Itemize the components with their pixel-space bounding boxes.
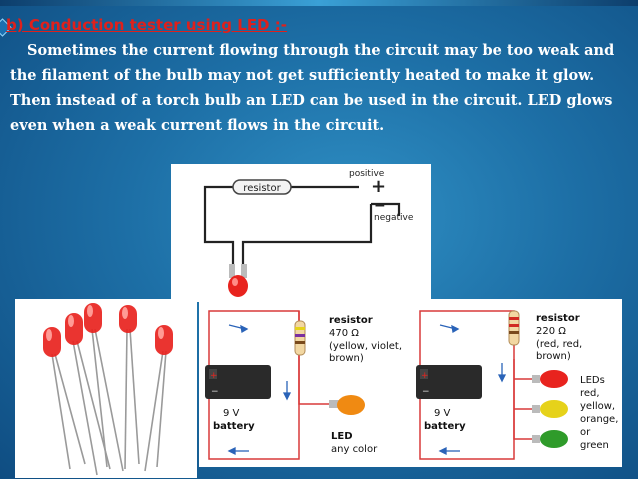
resistor-symbol <box>232 179 292 195</box>
battery-voltage: 9 V <box>223 408 240 419</box>
slide-top-bar <box>0 0 638 6</box>
conduction-tester-circuit-image: resistor positive + − negative <box>171 164 431 302</box>
resistor-colors-cont: brown) <box>329 353 364 364</box>
led-circuit-drawing-2: resistor 220 Ω (red, red, brown) + − 9 V… <box>416 310 618 460</box>
battery-9v-icon <box>205 365 271 399</box>
current-arrows-2 <box>438 324 507 456</box>
red-led-icon <box>540 370 568 388</box>
resistor-title-2: resistor <box>536 313 580 324</box>
positive-sign: + <box>371 176 386 197</box>
led-title: LED <box>331 431 353 442</box>
led-subtitle: any color <box>331 444 378 455</box>
slide-paragraph: Sometimes the current flowing through th… <box>10 42 615 134</box>
battery-voltage-2: 9 V <box>434 408 451 419</box>
positive-label: positive <box>349 169 385 179</box>
resistor-title: resistor <box>329 315 373 326</box>
led-bodies <box>43 303 173 357</box>
battery-minus: − <box>211 387 219 397</box>
top-led-icon <box>228 275 248 297</box>
resistor-value: 470 Ω <box>329 328 359 339</box>
resistor-470-icon <box>294 320 306 356</box>
resistor-colors-2-cont: brown) <box>536 351 571 362</box>
conduction-tester-circuit-drawing: resistor positive + − negative <box>203 169 414 297</box>
battery-label: battery <box>213 421 255 432</box>
resistor-value-2: 220 Ω <box>536 326 566 337</box>
battery-minus-2: − <box>422 387 430 397</box>
leds-label-line1: LEDs <box>580 375 605 386</box>
battery-label-2: battery <box>424 421 466 432</box>
orange-led-icon <box>337 395 365 415</box>
red-leds-drawing <box>43 303 173 476</box>
battery-9v-icon-2 <box>416 365 482 399</box>
slide-heading: b) Conduction tester using LED :- <box>6 16 287 34</box>
battery-plus: + <box>210 371 218 381</box>
current-arrows <box>227 324 292 456</box>
battery-plus-2: + <box>421 371 429 381</box>
leds-label-line2: red, <box>580 388 600 399</box>
led-circuit-drawing-1: resistor 470 Ω (yellow, violet, brown) +… <box>205 310 402 460</box>
top-resistor-label: resistor <box>243 183 281 194</box>
led-circuit-diagram-colored: resistor 220 Ω (red, red, brown) + − 9 V… <box>410 299 622 467</box>
led-circuit-diagram-any-color: resistor 470 Ω (yellow, violet, brown) +… <box>199 299 410 467</box>
green-led-icon <box>540 430 568 448</box>
resistor-220-icon <box>508 310 520 346</box>
negative-label: negative <box>374 213 414 223</box>
leds-label-line4: orange, <box>580 414 618 425</box>
leds-label-line6: green <box>580 440 609 451</box>
red-leds-photo <box>15 299 197 478</box>
leds-label-line5: or <box>580 427 591 438</box>
negative-sign: − <box>374 198 386 214</box>
resistor-colors: (yellow, violet, <box>329 341 402 352</box>
yellow-led-icon <box>540 400 568 418</box>
leds-label-line3: yellow, <box>580 401 615 412</box>
resistor-colors-2: (red, red, <box>536 339 582 350</box>
